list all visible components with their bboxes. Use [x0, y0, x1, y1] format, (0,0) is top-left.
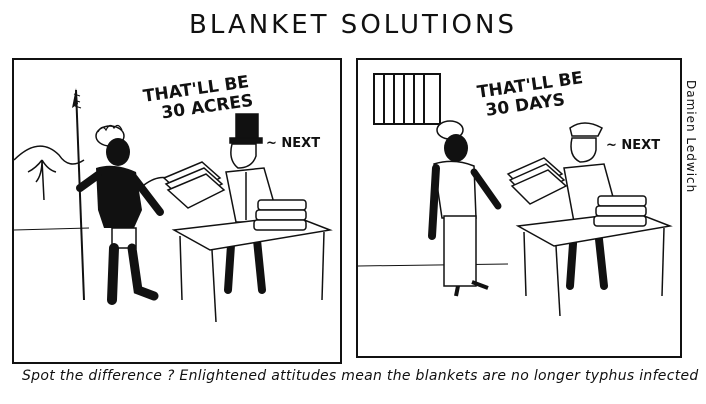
panel-right: THAT'LL BE 30 DAYS ~ NEXT: [356, 58, 682, 358]
blanket-stack-held: [506, 157, 568, 205]
palm-tree-icon: [27, 159, 57, 201]
blanket-stack-table: [593, 195, 647, 227]
prisoner-figure: [428, 120, 502, 297]
blanket-stack-table: [253, 199, 307, 231]
guard-figure: [563, 122, 617, 290]
panel-left-drawing: [14, 88, 333, 323]
barred-window-icon: [373, 73, 441, 125]
panel-left: THAT'LL BE 30 ACRES ~ NEXT: [12, 58, 342, 364]
table: [171, 215, 333, 323]
comic-caption: Spot the difference ? Enlightened attitu…: [22, 368, 699, 384]
artist-signature: Damien Ledwich: [680, 80, 706, 230]
signature-text: Damien Ledwich: [684, 80, 698, 194]
next-label-right: ~ NEXT: [606, 138, 661, 153]
spear-icon: [72, 88, 85, 301]
panel-right-drawing: [358, 73, 673, 317]
native-man-figure: [76, 124, 164, 305]
blanket-stack-held: [162, 161, 226, 209]
comic-title: BLANKET SOLUTIONS: [189, 10, 517, 40]
table: [515, 211, 673, 317]
hill-line: [14, 145, 85, 165]
next-label-left: ~ NEXT: [266, 136, 321, 151]
